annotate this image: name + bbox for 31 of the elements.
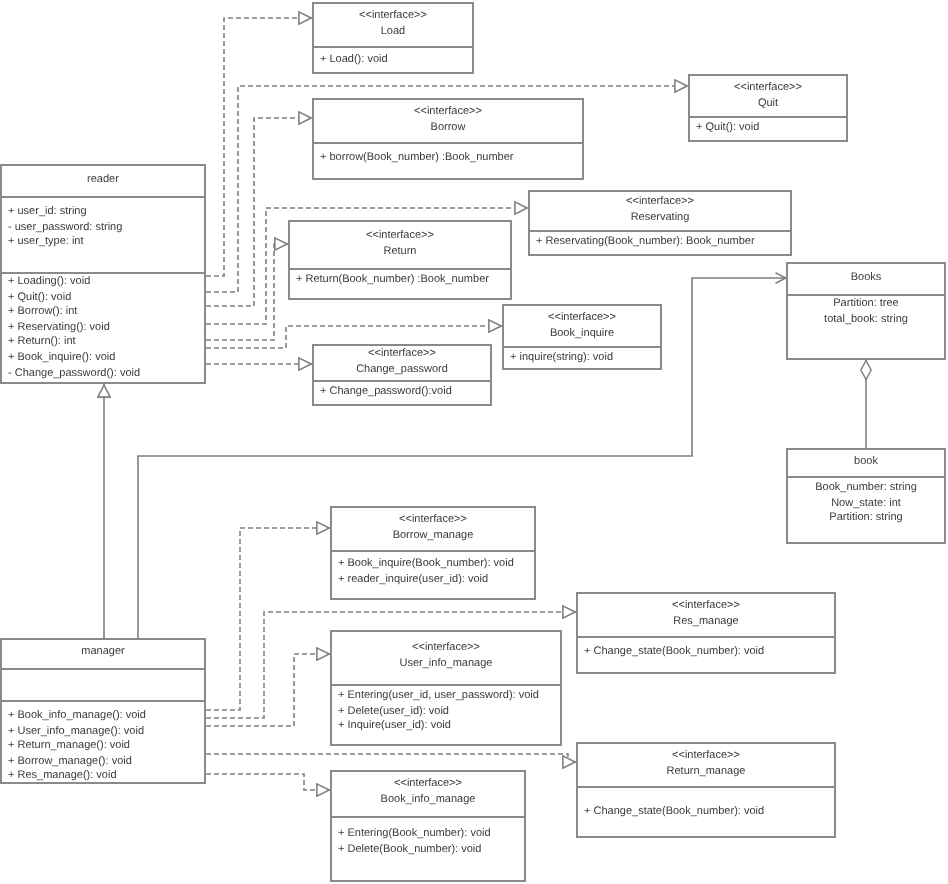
realization-arrow bbox=[205, 521, 331, 711]
realization-arrow bbox=[205, 11, 313, 277]
class-box bbox=[786, 262, 946, 360]
realization-arrow bbox=[205, 79, 689, 293]
realization-arrow bbox=[205, 753, 577, 769]
realization-arrow bbox=[205, 111, 313, 307]
realization-arrow bbox=[205, 773, 331, 797]
realization-arrow bbox=[205, 357, 313, 371]
realization-arrow bbox=[205, 647, 331, 727]
interface-box bbox=[528, 190, 792, 256]
interface-box bbox=[312, 98, 584, 180]
inheritance-arrow bbox=[97, 383, 111, 639]
realization-arrow bbox=[205, 605, 577, 719]
interface-box bbox=[330, 770, 526, 882]
class-box bbox=[0, 638, 206, 784]
interface-box bbox=[688, 74, 848, 142]
realization-arrow bbox=[205, 201, 529, 325]
interface-box bbox=[576, 742, 836, 838]
class-box bbox=[786, 448, 946, 544]
interface-box bbox=[330, 630, 562, 746]
aggregation-line bbox=[860, 359, 872, 449]
interface-box bbox=[312, 344, 492, 406]
class-box bbox=[0, 164, 206, 384]
realization-arrow bbox=[205, 237, 289, 341]
interface-box bbox=[502, 304, 662, 370]
interface-box bbox=[288, 220, 512, 300]
interface-box bbox=[330, 506, 536, 600]
interface-box bbox=[312, 2, 474, 74]
association-arrow bbox=[137, 272, 787, 639]
interface-box bbox=[576, 592, 836, 674]
realization-arrow bbox=[205, 319, 503, 349]
